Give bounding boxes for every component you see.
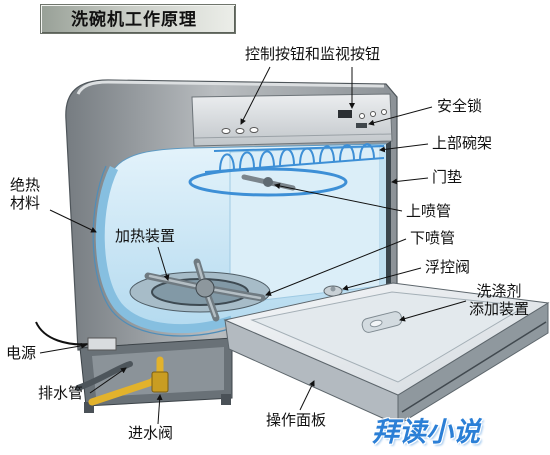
upper-spray-ring (188, 167, 348, 197)
door-handle-strip (401, 321, 547, 413)
label-door-gasket: 门垫 (432, 168, 463, 186)
leader-line-upper-rack (379, 143, 429, 153)
leader-line-drain (89, 367, 127, 394)
insulation-layer (95, 165, 234, 334)
leader-line-upper-spray (274, 183, 403, 212)
rack-tine (359, 143, 375, 161)
label-door-panel: 操作面板 (266, 411, 327, 429)
control-button (221, 128, 231, 134)
control-button (235, 128, 245, 134)
rack-tine (219, 153, 235, 172)
label-upper-spray-arm: 上喷管 (406, 202, 452, 220)
rack-tine (299, 147, 315, 166)
label-safety-lock: 安全锁 (437, 97, 483, 115)
monitor-button (359, 113, 365, 119)
control-panel-trim (193, 133, 392, 139)
control-panel (191, 93, 393, 147)
label-power: 电源 (6, 344, 37, 362)
lower-spray-hub (195, 278, 215, 298)
label-detergent-dispenser: 洗涤剂 添加装置 (468, 282, 530, 318)
label-heater: 加热装置 (115, 227, 176, 245)
monitor-button (370, 111, 376, 117)
insulation-outline (92, 165, 233, 337)
inlet-valve-body (151, 371, 169, 393)
leader-line-inlet-valve (156, 394, 163, 425)
door-liner (250, 291, 528, 383)
leader-line-lower-spray (265, 238, 407, 296)
leader-line-insulation (49, 209, 97, 233)
leader-line-door-gasket (391, 177, 429, 185)
lower-spray-arm (144, 258, 266, 322)
rack-tine (279, 148, 295, 167)
label-detergent-line2: 添加装置 (468, 300, 529, 318)
foot (221, 394, 231, 405)
rack-tine (339, 144, 355, 162)
title-banner: 洗碗机工作原理 (40, 4, 236, 34)
rack-tine (239, 151, 255, 170)
control-button (249, 127, 259, 133)
monitor-display (338, 110, 352, 118)
tub-right-wall (380, 144, 386, 290)
cabinet-top-highlight (76, 80, 385, 95)
rack-tine (259, 150, 275, 169)
leader-line-detergent (399, 300, 467, 322)
leader-line-float-valve (342, 267, 422, 291)
safety-lock (356, 123, 367, 128)
power-junction-box (87, 337, 117, 351)
door-gasket (386, 141, 391, 290)
label-insulation-line2: 材料 (10, 194, 41, 212)
diagram-title: 洗碗机工作原理 (71, 10, 197, 30)
float-valve-cap (330, 286, 336, 292)
label-upper-rack: 上部碗架 (432, 134, 493, 152)
label-insulation-line1: 绝热 (10, 176, 41, 194)
rack-rail-top (213, 145, 385, 152)
leader-lines (39, 66, 467, 425)
upper-spray-hub (263, 177, 273, 187)
label-lower-spray-arm: 下喷管 (410, 229, 456, 247)
label-detergent-line1: 洗涤剂 (476, 282, 522, 300)
label-controls: 控制按钮和监视按钮 (245, 45, 381, 63)
leader-line-power (39, 342, 87, 354)
label-insulation: 绝热 材料 (10, 176, 40, 212)
leader-line-door-panel (299, 380, 315, 411)
drain-hose (75, 361, 133, 391)
label-float-valve: 浮控阀 (425, 258, 471, 276)
label-drain-hose: 排水管 (38, 384, 84, 402)
label-inlet-valve: 进水阀 (128, 424, 174, 442)
monitor-button (381, 109, 387, 115)
leader-line-heater (157, 246, 170, 281)
leader-line-controls-left (240, 66, 271, 125)
leader-line-safety-lock (368, 106, 433, 126)
rack-tine (319, 145, 335, 164)
watermark: 拜读小说 (372, 417, 480, 448)
dispenser-lid (369, 319, 383, 328)
foot (84, 402, 94, 413)
